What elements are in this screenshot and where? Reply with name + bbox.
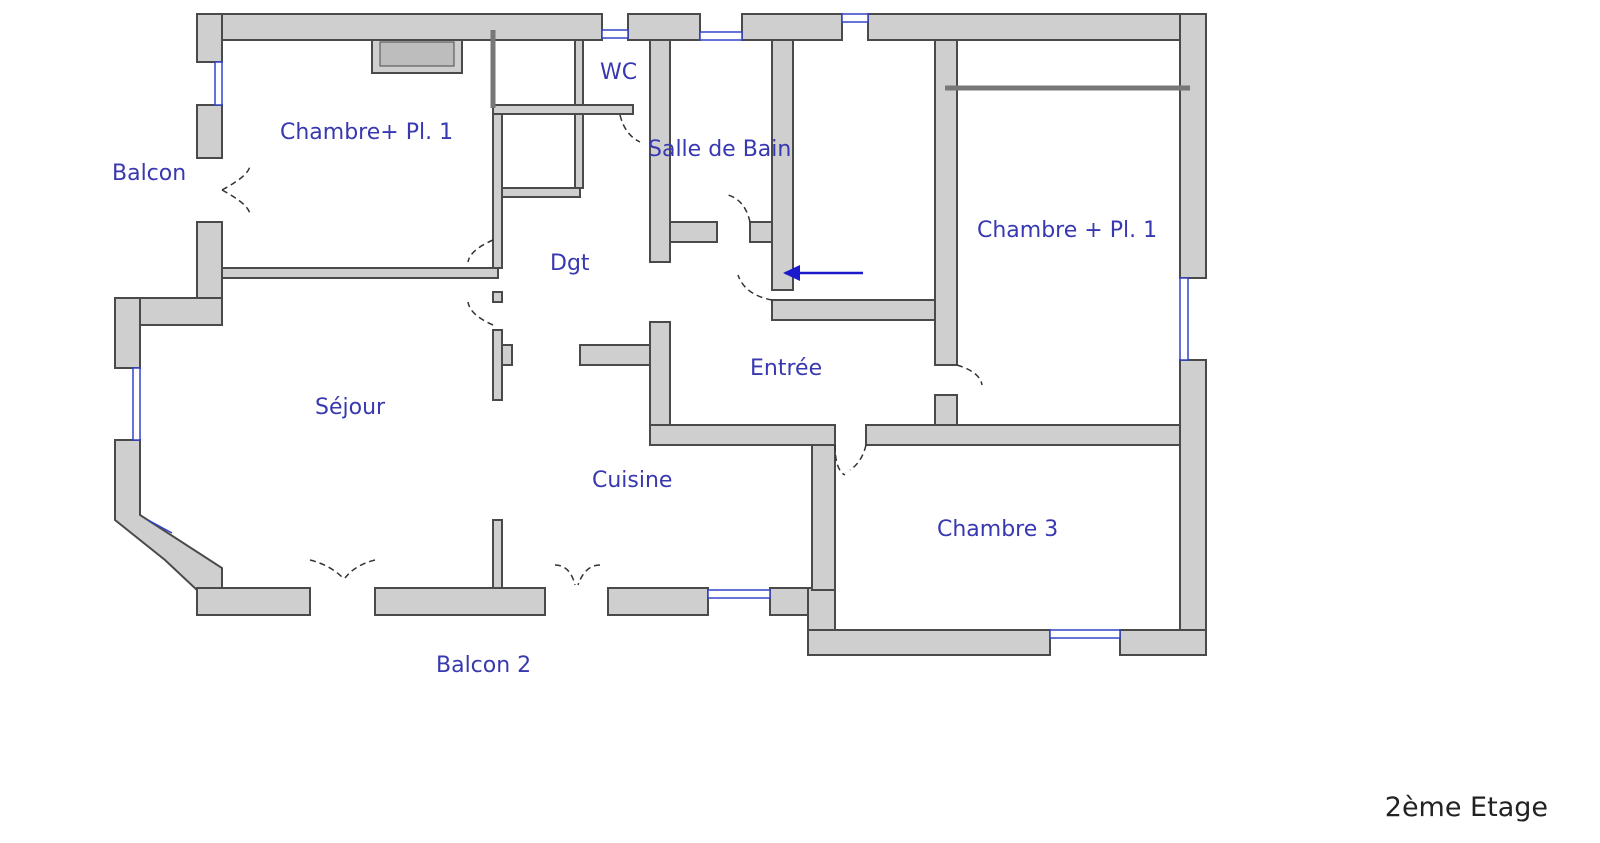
room-label-chambre-left: Chambre+ Pl. 1 <box>280 120 454 145</box>
room-label-dgt: Dgt <box>550 251 590 276</box>
room-label-cuisine: Cuisine <box>592 468 673 493</box>
room-label-sejour: Séjour <box>315 395 386 420</box>
room-label-chambre-right: Chambre + Pl. 1 <box>977 218 1158 243</box>
doors <box>221 114 983 586</box>
interior-walls <box>221 30 1190 591</box>
arrow-head-icon <box>783 265 800 281</box>
room-label-entree: Entrée <box>750 356 823 381</box>
room-label-chambre3: Chambre 3 <box>937 517 1059 542</box>
exterior-walls <box>114 13 1207 656</box>
room-label-balcon: Balcon <box>112 161 187 186</box>
windows <box>132 13 1189 639</box>
room-label-wc: WC <box>600 60 638 85</box>
room-label-balcon2: Balcon 2 <box>436 653 532 678</box>
room-label-salle-de-bain: Salle de Bain <box>648 137 792 162</box>
floor-label: 2ème Etage <box>1384 792 1548 823</box>
